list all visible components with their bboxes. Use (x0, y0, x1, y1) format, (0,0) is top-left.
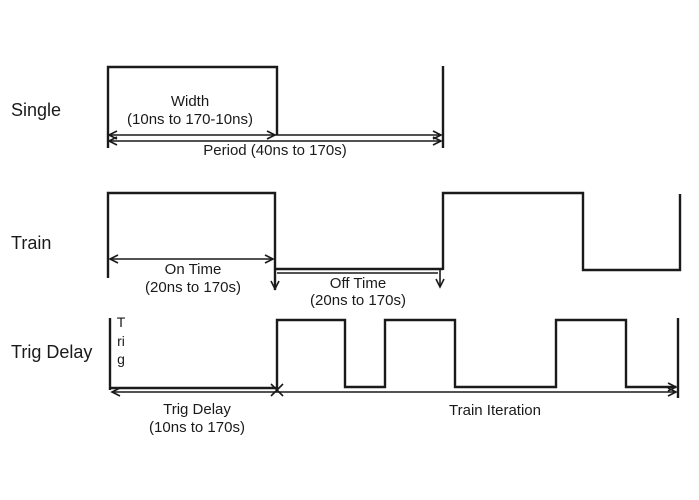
trig-axis-label: Trig (116, 314, 126, 367)
train-iteration-label: Train Iteration (449, 402, 541, 419)
single-period-arrow (107, 136, 443, 146)
ontime-range: (20ns to 170s) (145, 279, 241, 296)
period-label: Period (40ns to 170s) (203, 142, 347, 159)
row-label-trig-delay: Trig Delay (11, 342, 93, 362)
train-ontime-arrow (108, 254, 275, 264)
width-range: (10ns to 170-10ns) (127, 111, 253, 128)
ontime-label: On Time (164, 261, 222, 278)
train-offtime-arrow (270, 269, 445, 291)
row-label-train: Train (11, 233, 52, 253)
trig-waveform (110, 318, 680, 398)
row-label-single: Single (11, 100, 62, 120)
single-width-arrow (107, 130, 443, 140)
single-waveform (106, 65, 445, 148)
trig-delay-label: Trig Delay (163, 401, 231, 418)
offtime-range: (20ns to 170s) (310, 292, 406, 309)
trig-delay-arrow (110, 382, 678, 397)
train-waveform (106, 191, 682, 290)
trig-delay-range: (10ns to 170s) (149, 419, 245, 436)
offtime-label: Off Time (329, 275, 387, 292)
width-label: Width (170, 93, 210, 110)
